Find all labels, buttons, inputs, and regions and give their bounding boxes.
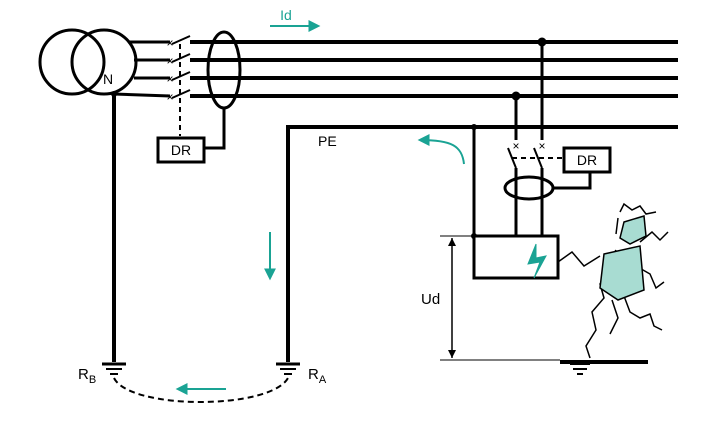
ud-label: Ud — [421, 291, 440, 308]
person-touching-enclosure-icon — [557, 202, 669, 359]
lightning-bolt-icon — [527, 243, 547, 279]
ud-dimension — [440, 235, 560, 361]
svg-text:×: × — [166, 90, 173, 104]
right-toroid-lead — [552, 172, 592, 190]
svg-text:×: × — [166, 36, 173, 50]
left-breaker: × × × × — [166, 35, 191, 136]
rb-label: RB — [78, 366, 96, 386]
svg-text:×: × — [512, 139, 519, 153]
svg-text:×: × — [166, 72, 173, 86]
right-core-balance-toroid — [503, 175, 555, 201]
load-feed — [511, 37, 547, 140]
fault-current-label: Id — [280, 7, 292, 23]
svg-text:×: × — [538, 139, 545, 153]
svg-text:×: × — [166, 54, 173, 68]
ra-label: RA — [308, 366, 327, 386]
transformer-feeds — [113, 40, 171, 98]
phase-busbars — [190, 40, 678, 98]
right-dr-label: DR — [577, 152, 597, 168]
ground-symbol-icon — [102, 362, 126, 375]
return-current-arrow — [417, 134, 465, 165]
left-dr-label: DR — [171, 142, 191, 158]
pe-conductor — [286, 125, 678, 362]
neutral-label: N — [103, 71, 113, 87]
ground-symbol-icon — [570, 363, 590, 375]
left-dr-device — [156, 136, 206, 164]
ground-symbol-icon — [276, 362, 300, 375]
earth-return-path — [113, 377, 289, 403]
transformer-symbol-icon — [38, 28, 138, 96]
pe-label: PE — [318, 133, 337, 149]
right-dr-device — [562, 146, 612, 174]
left-toroid-lead — [204, 108, 226, 150]
